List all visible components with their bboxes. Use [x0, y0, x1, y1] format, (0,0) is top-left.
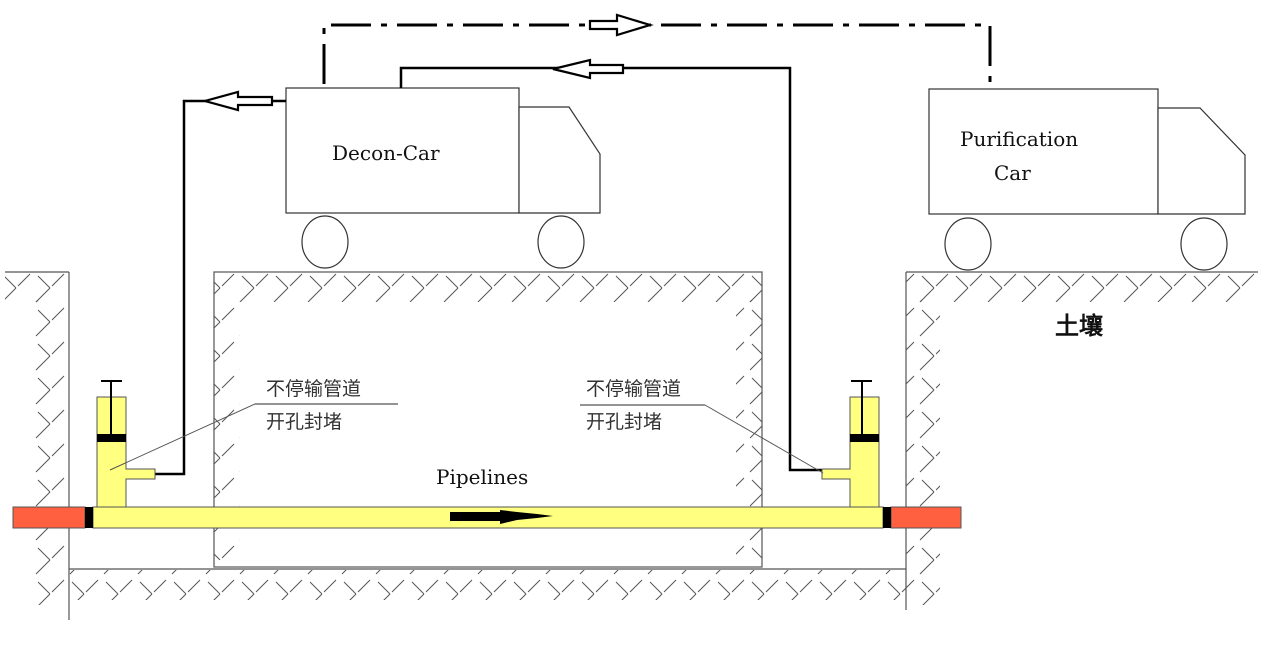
soil-left-wall	[35, 300, 69, 605]
left-device-label-line1: 不停输管道	[266, 378, 361, 400]
right-plugging-device	[821, 380, 880, 508]
purification-car-cab	[1157, 107, 1246, 215]
purification-car-label-line1: Purification	[960, 127, 1078, 151]
decon-car-wheel-front	[301, 215, 349, 269]
decon-car-wheel-rear	[537, 215, 585, 269]
soil-right-wall	[906, 300, 940, 605]
decon-car-label: Decon-Car	[332, 141, 440, 165]
purification-car-body	[928, 88, 1159, 215]
left-device-label-line2: 开孔封堵	[266, 411, 342, 433]
pipelines-label: Pipelines	[436, 465, 528, 489]
right-device-label-line1: 不停输管道	[586, 378, 681, 400]
purification-car-wheel-front	[944, 217, 992, 271]
left-plugging-device	[96, 380, 156, 508]
pipeline: Pipelines	[12, 465, 962, 529]
soil-right-top	[906, 272, 1258, 302]
arrow-right-icon	[588, 13, 654, 37]
purification-car: Purification Car	[928, 88, 1246, 271]
decon-car-body	[285, 87, 520, 214]
pipeline-flow-arrow-icon	[450, 510, 553, 524]
purification-car-label-line2: Car	[994, 161, 1031, 185]
flow-line-supply	[399, 66, 822, 472]
seal-left	[85, 507, 93, 528]
purification-car-wheel-rear	[1180, 217, 1228, 271]
flow-line-dash-dot	[322, 23, 992, 84]
decon-car-cab	[518, 106, 601, 214]
arrow-left-icon	[200, 90, 274, 112]
pipe-cap-right	[890, 506, 962, 529]
right-device-leader-line	[704, 404, 824, 474]
soil-ground	[5, 271, 1258, 620]
left-device-leader-line	[109, 403, 256, 471]
soil-label: 土壤	[1055, 312, 1104, 340]
decon-car: Decon-Car	[285, 87, 601, 269]
right-device-label-line2: 开孔封堵	[586, 411, 662, 433]
arrow-left-icon	[552, 58, 625, 80]
seal-right	[883, 507, 891, 528]
pipe-cap-left	[12, 506, 86, 529]
soil-left-top	[5, 272, 69, 302]
